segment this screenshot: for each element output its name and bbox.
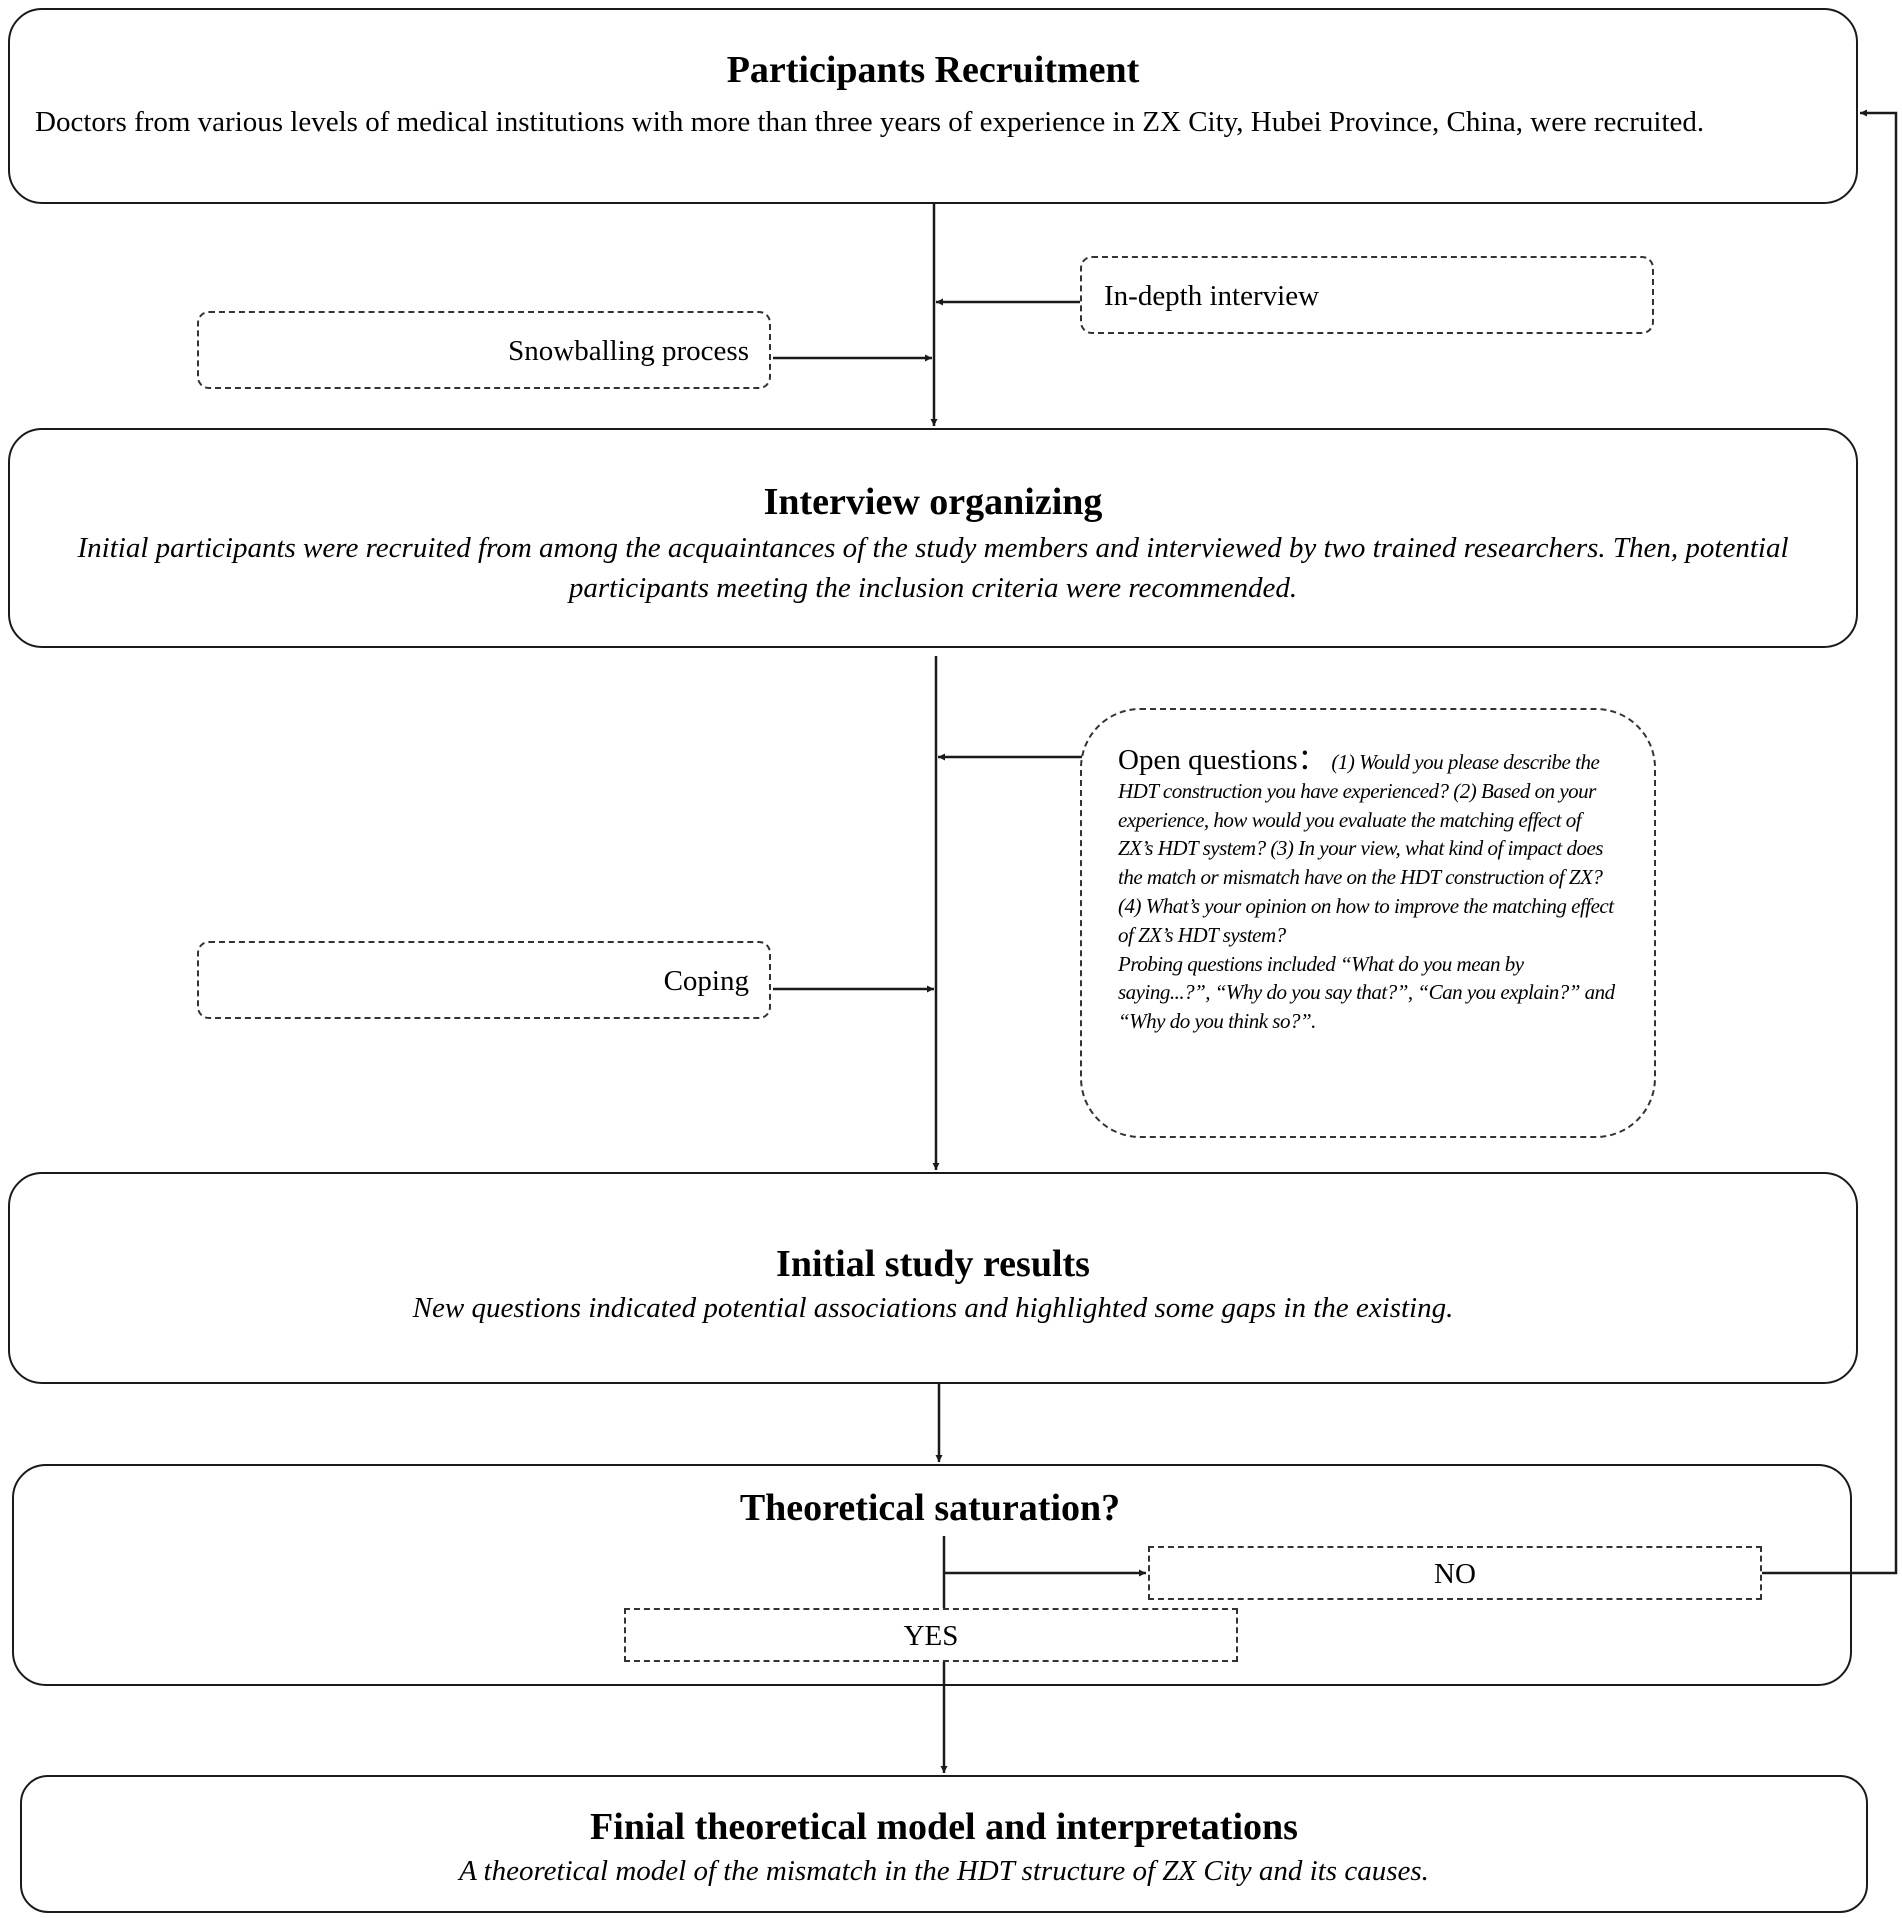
coping-label: Coping: [663, 965, 749, 997]
open-questions-text: Open questions： (1) Would you please des…: [1118, 746, 1618, 1036]
in-depth-interview-label: In-depth interview: [1104, 280, 1320, 312]
final-box: Finial theoretical model and interpretat…: [20, 1775, 1868, 1913]
coping-note: Coping: [197, 941, 771, 1019]
recruitment-box: Participants Recruitment Doctors from va…: [8, 8, 1858, 204]
final-body: A theoretical model of the mismatch in t…: [459, 1855, 1429, 1887]
initial-results-box: Initial study results New questions indi…: [8, 1172, 1858, 1384]
open-questions-list: (1) Would you please describe the HDT co…: [1118, 750, 1614, 947]
snowballing-process-note: Snowballing process: [197, 311, 771, 389]
interview-body: Initial participants were recruited from…: [77, 532, 1789, 604]
recruitment-body: Doctors from various levels of medical i…: [35, 106, 1705, 138]
final-title: Finial theoretical model and interpretat…: [590, 1806, 1298, 1848]
recruitment-title: Participants Recruitment: [726, 49, 1140, 91]
saturation-title: Theoretical saturation?: [739, 1487, 1121, 1529]
snowballing-process-label: Snowballing process: [508, 335, 749, 367]
initial-results-body: New questions indicated potential associ…: [412, 1292, 1454, 1324]
interview-box: Interview organizing Initial participant…: [8, 428, 1858, 648]
no-label-box: NO: [1148, 1546, 1762, 1600]
interview-title: Interview organizing: [763, 481, 1103, 523]
open-questions-note: Open questions： (1) Would you please des…: [1080, 708, 1656, 1138]
yes-label: YES: [903, 1620, 959, 1652]
in-depth-interview-note: In-depth interview: [1080, 256, 1654, 334]
no-label: NO: [1434, 1558, 1476, 1590]
probing-questions-text: Probing questions included “What do you …: [1118, 951, 1615, 1034]
open-questions-heading: Open questions：: [1118, 744, 1327, 776]
yes-label-box: YES: [624, 1608, 1238, 1662]
initial-results-title: Initial study results: [776, 1243, 1090, 1285]
